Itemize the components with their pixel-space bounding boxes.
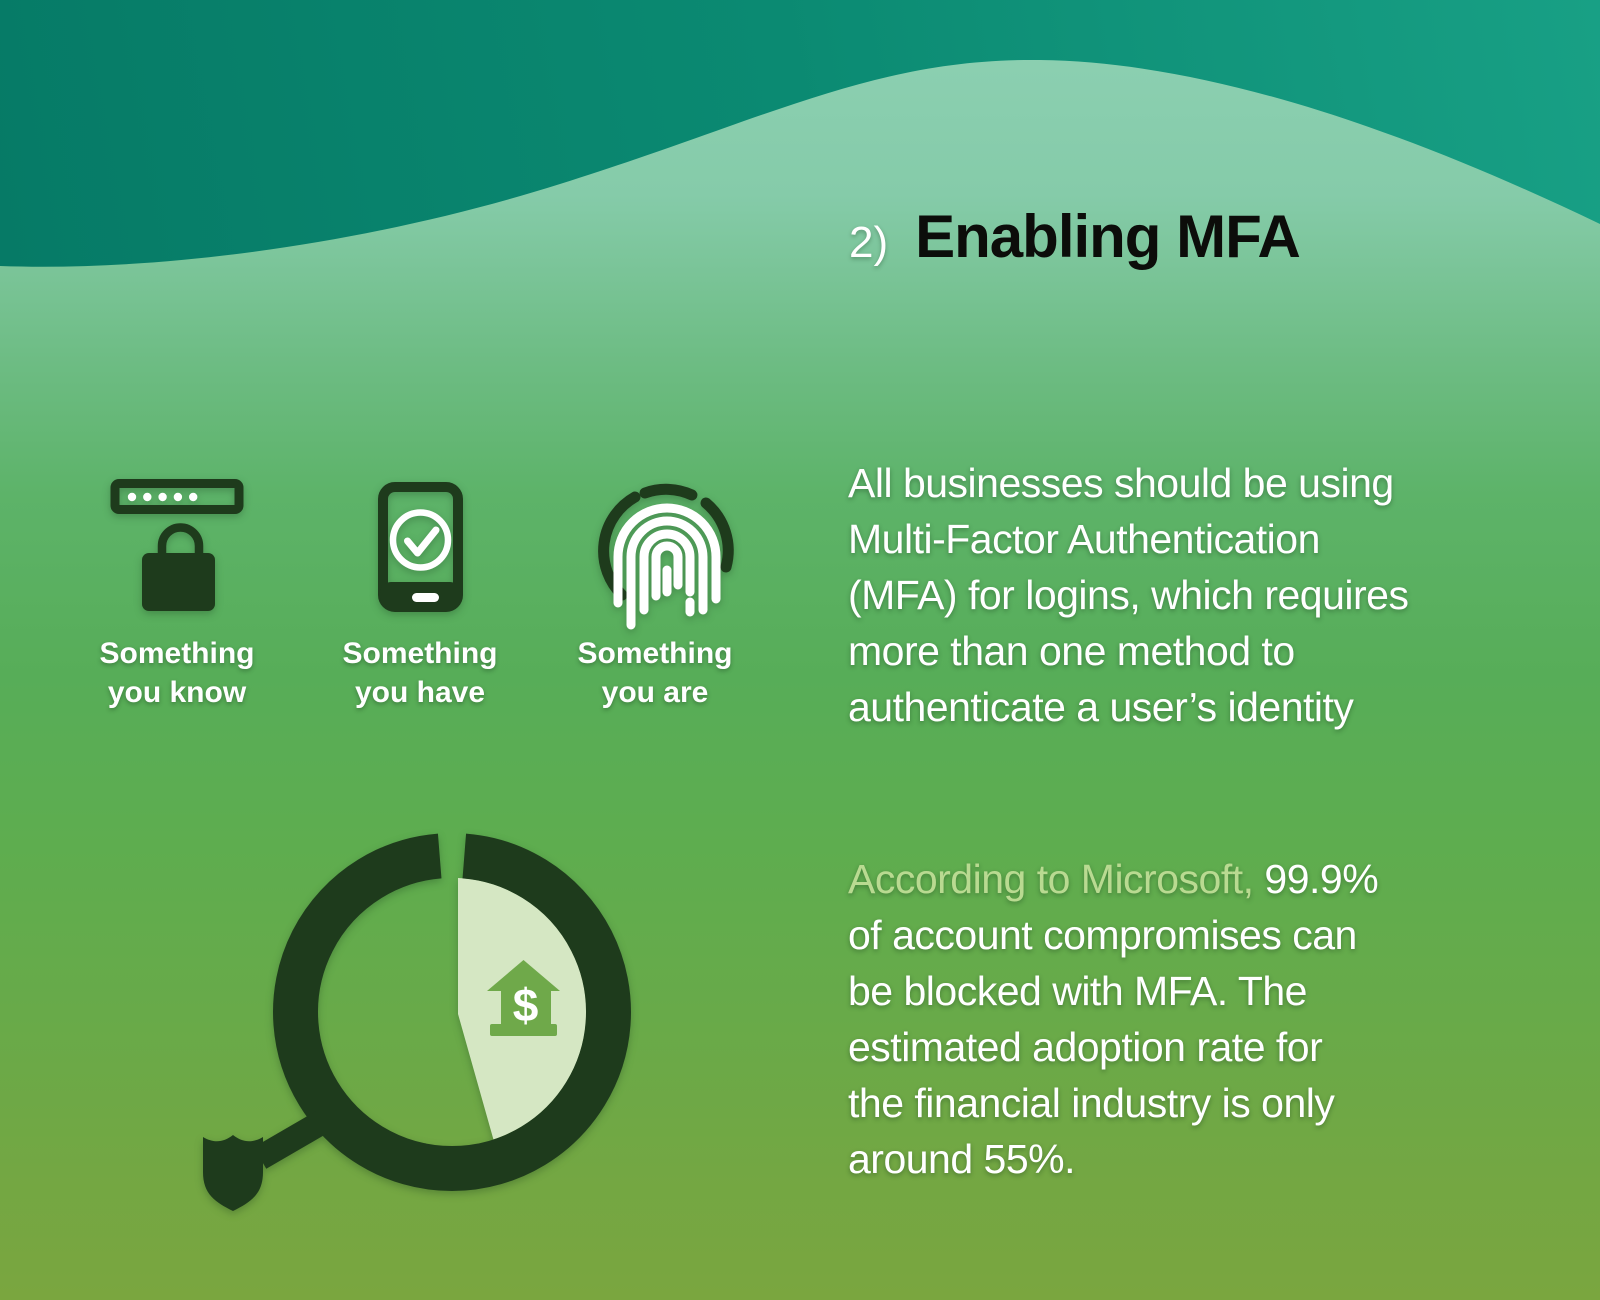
section-number: 2) xyxy=(849,218,889,267)
intro-paragraph: All businesses should be using Multi-Fac… xyxy=(848,460,1409,730)
factor-label-have: Something you have xyxy=(342,637,498,709)
stat-rest: of account compromises can be blocked wi… xyxy=(848,912,1357,1182)
password-field-outline xyxy=(110,479,244,514)
lock-shackle xyxy=(157,523,204,556)
stat-line1-rest: 99.9% xyxy=(1253,856,1379,902)
phone-home-pill xyxy=(412,593,439,602)
page-title: Enabling MFA xyxy=(915,203,1301,270)
bank-base xyxy=(490,1024,557,1036)
top-wave-decoration xyxy=(0,0,1600,267)
adoption-donut-chart: $ xyxy=(203,833,631,1211)
shield-icon xyxy=(203,1135,263,1211)
bank-body xyxy=(501,985,551,1027)
fingerprint-outer-arcs xyxy=(598,483,734,601)
factor-label-know: Something you know xyxy=(99,637,255,709)
stat-highlight: According to Microsoft, xyxy=(848,856,1254,902)
lock-body xyxy=(142,553,215,611)
wave-shape xyxy=(0,0,1600,267)
bank-dollar-icon: $ xyxy=(487,960,560,1036)
stat-paragraph: According to Microsoft, 99.9% of account … xyxy=(848,851,1508,1187)
password-dots xyxy=(127,492,198,502)
fingerprint-ridges xyxy=(613,503,721,630)
section-header: 2) Enabling MFA xyxy=(849,202,1301,272)
magnifier-handle xyxy=(253,1111,329,1169)
bank-dollar-sign: $ xyxy=(513,979,539,1031)
bank-roof xyxy=(487,960,560,991)
factor-label-are: Something you are xyxy=(577,637,733,709)
fingerprint-icon xyxy=(598,483,734,630)
password-lock-icon xyxy=(110,479,244,611)
phone-check-icon xyxy=(378,482,463,612)
check-mark xyxy=(404,526,440,557)
check-circle xyxy=(389,509,452,571)
donut-ring xyxy=(273,833,631,1192)
